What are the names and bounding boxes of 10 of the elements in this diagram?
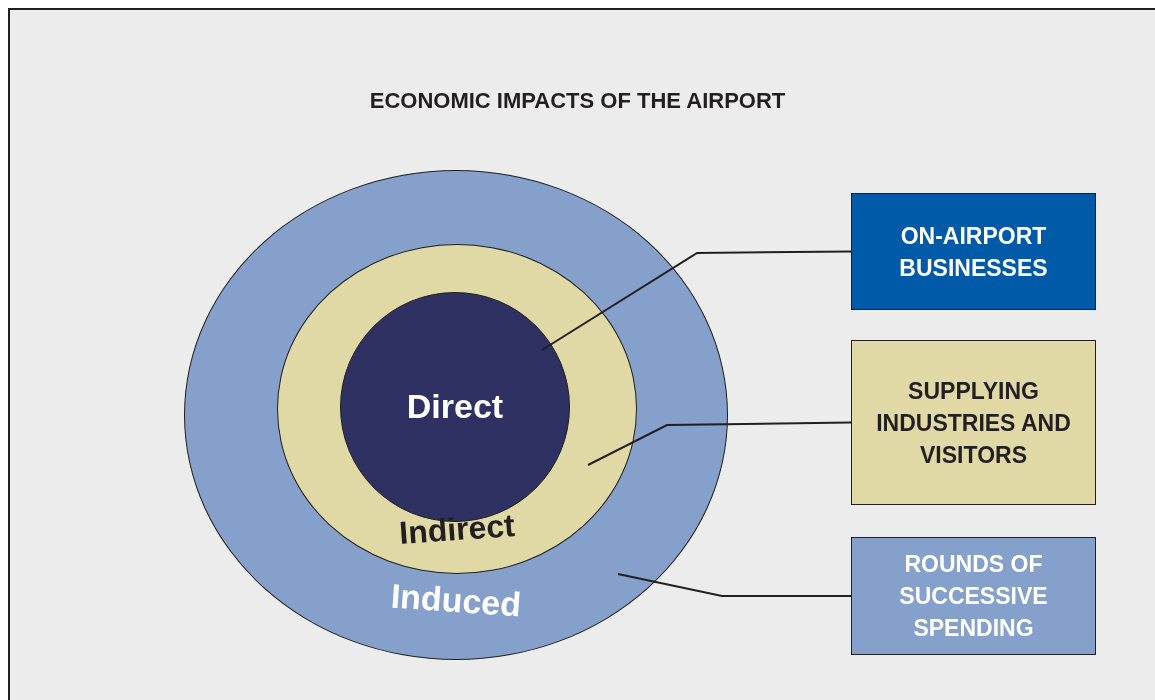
label-box: ON-AIRPORT BUSINESSES	[851, 193, 1096, 310]
label-box: ROUNDS OF SUCCESSIVE SPENDING	[851, 537, 1096, 655]
leader-line	[617, 573, 852, 597]
ring-label: Induced	[389, 576, 523, 625]
diagram-title: ECONOMIC IMPACTS OF THE AIRPORT	[368, 88, 787, 114]
leader-line	[587, 421, 852, 466]
label-box: SUPPLYING INDUSTRIES AND VISITORS	[851, 340, 1096, 505]
ring-label: Direct	[406, 387, 504, 426]
ring-label: Indirect	[397, 506, 516, 552]
leader-line	[541, 250, 852, 351]
